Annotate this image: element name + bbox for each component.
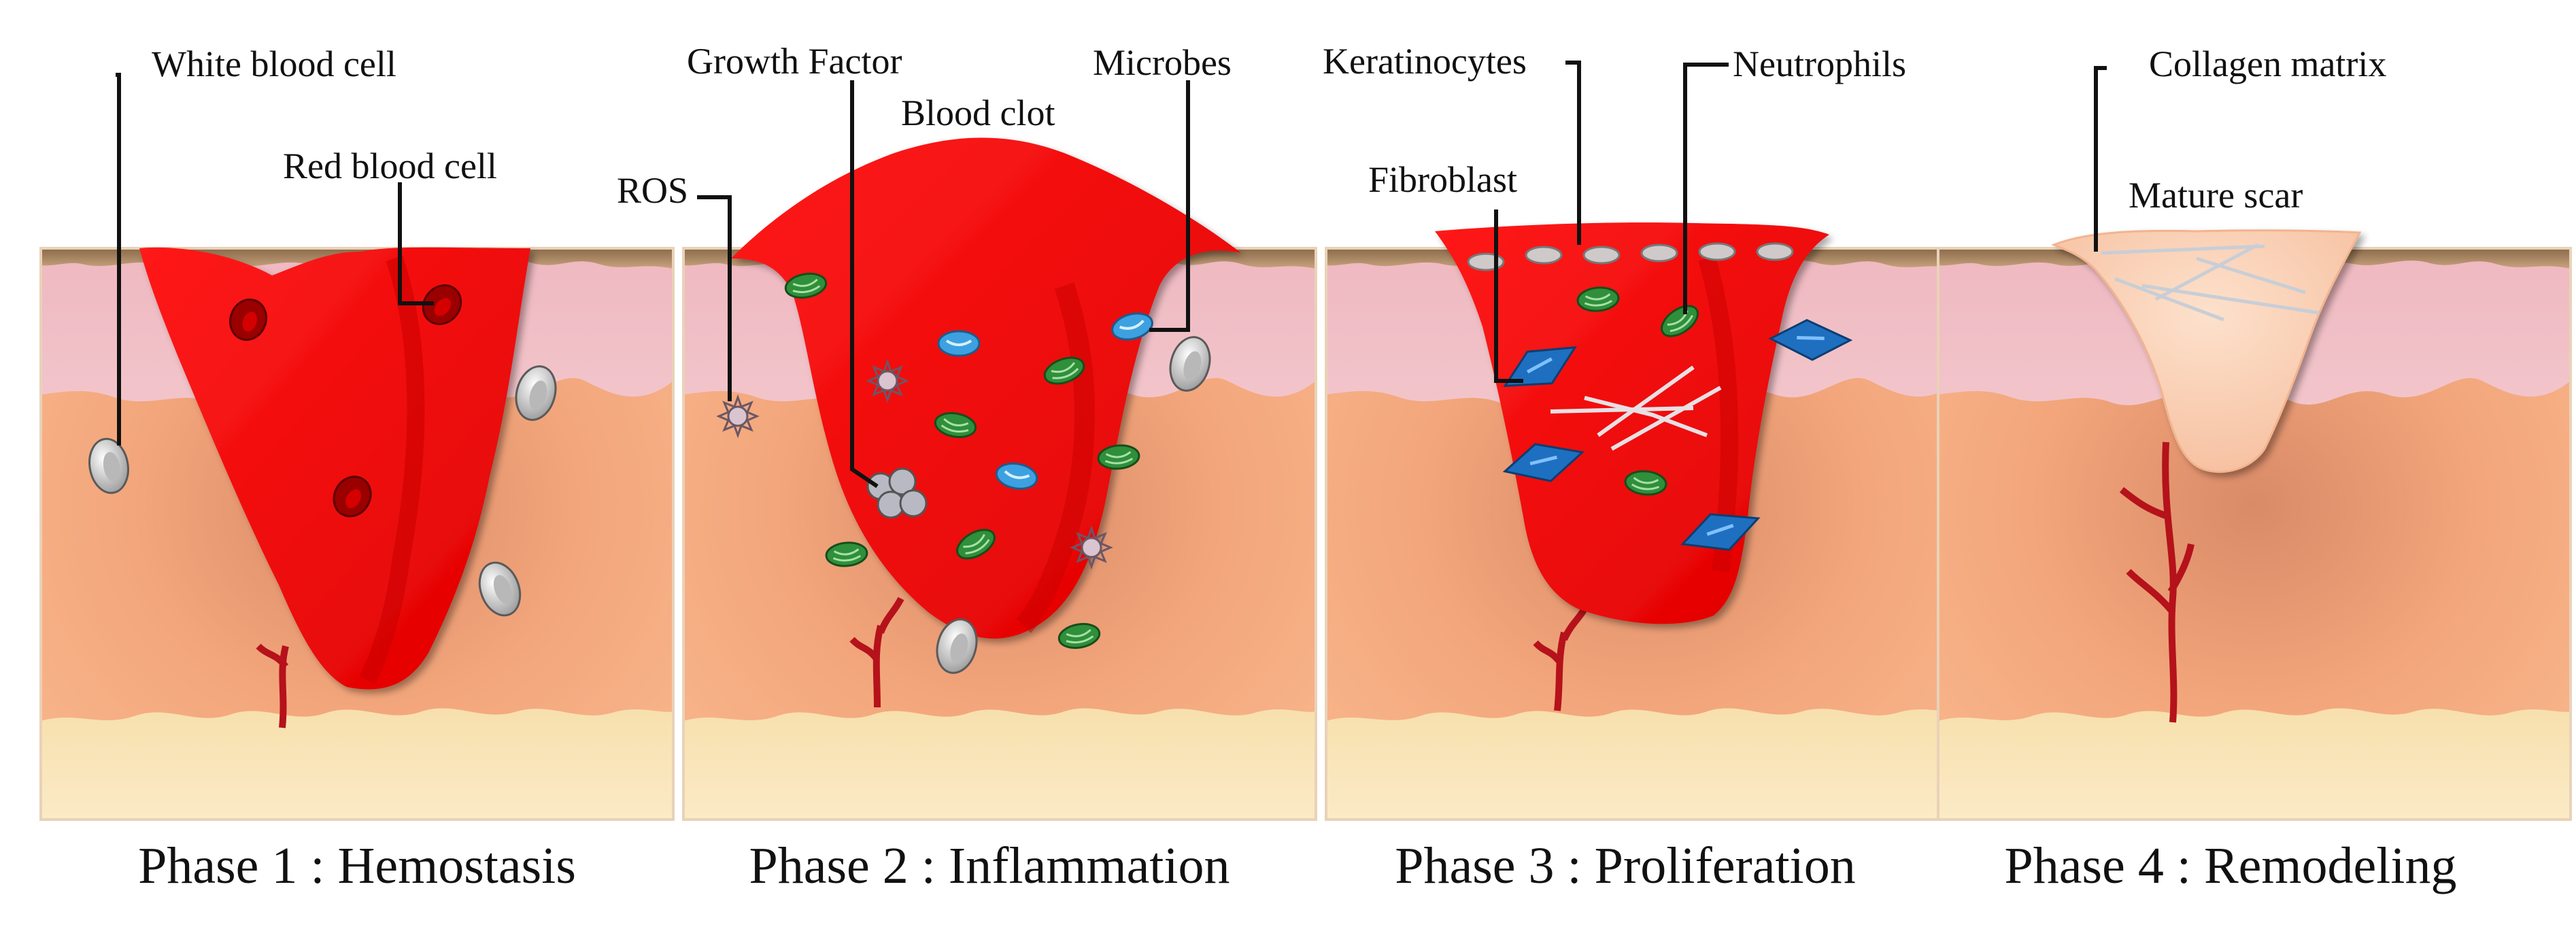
blood-vessel-1 [256,643,289,728]
panel-hemostasis [39,73,675,821]
leader-fibroblast [1494,209,1523,383]
caption-phase-3: Phase 3 : Proliferation [1395,837,1856,894]
label-microbes: Microbes [1093,42,1232,83]
caption-phase-2: Phase 2 : Inflammation [749,837,1230,894]
collagen-matrix-fibers [2101,243,2320,322]
label-ros: ROS [617,170,688,211]
collagen-fibers-3 [1550,365,1722,451]
label-keratinocytes: Keratinocytes [1323,41,1527,82]
panel-inflammation [682,80,1317,821]
leader-white-blood-cell [116,73,121,445]
label-collagen-matrix: Collagen matrix [2149,44,2386,84]
label-white-blood-cell: White blood cell [152,44,396,84]
leader-ros [697,195,732,401]
leader-collagen-matrix [2094,66,2107,252]
leader-microbes [1149,80,1190,332]
microbe-2a [937,330,981,357]
panel-proliferation [1325,61,1960,821]
blood-vessel-3 [1533,607,1588,711]
label-mature-scar: Mature scar [2129,175,2303,216]
label-fibroblast: Fibroblast [1368,159,1517,200]
labels: White blood cell Red blood cell Growth F… [152,41,2386,216]
wound-shade-1 [359,255,425,684]
label-red-blood-cell: Red blood cell [283,146,497,186]
captions: Phase 1 : Hemostasis Phase 2 : Inflammat… [138,837,2456,894]
mature-scar [2050,229,2362,473]
caption-phase-1: Phase 1 : Hemostasis [138,837,576,894]
leader-growth-factor [850,80,879,488]
keratinocyte-row [1467,242,1794,271]
leader-keratinocytes [1565,61,1581,245]
leader-neutrophils [1683,63,1729,314]
leader-red-blood-cell [398,182,434,305]
blood-vessel-4 [2119,441,2194,723]
wound-blood-1 [139,247,530,690]
blood-clot [731,137,1241,639]
caption-phase-4: Phase 4 : Remodeling [2005,837,2457,894]
growth-factor-cluster [866,467,928,519]
label-growth-factor: Growth Factor [687,41,902,82]
panel-remodeling [1937,66,2572,821]
blood-vessel-2 [849,596,904,708]
label-blood-clot: Blood clot [901,92,1055,133]
clot-shade [1016,282,1095,633]
label-neutrophils: Neutrophils [1733,44,1906,84]
